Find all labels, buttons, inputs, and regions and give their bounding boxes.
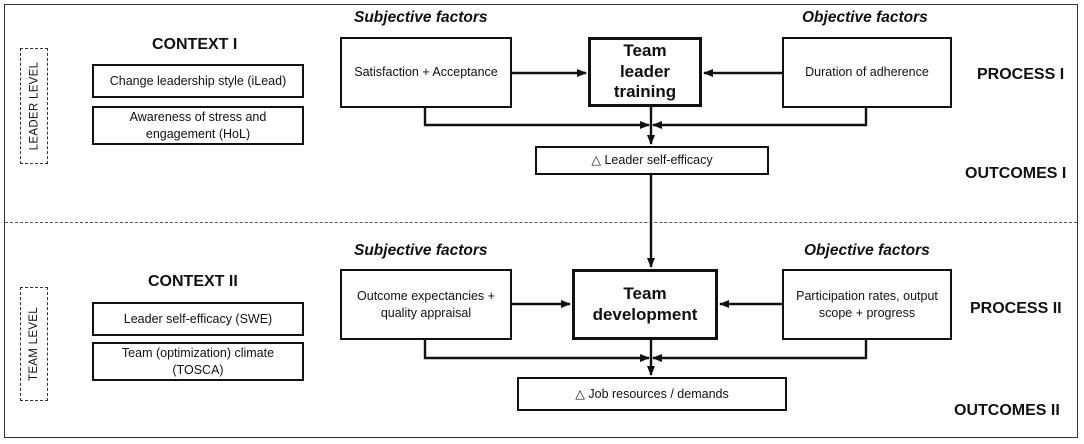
outcomes-i-title: OUTCOMES I	[965, 165, 1067, 182]
context-i-item-1: Change leadership style (iLead)	[92, 64, 304, 98]
satisfaction-acceptance-box: Satisfaction + Acceptance	[340, 37, 512, 108]
outcomes-ii-title: OUTCOMES II	[954, 402, 1060, 419]
team-development-box: Team development	[572, 269, 718, 340]
diagram-frame	[4, 4, 1078, 438]
leader-level-label: LEADER LEVEL	[20, 48, 48, 164]
connector-subjective-to-merge-i	[423, 108, 650, 129]
participation-rates-box: Participation rates, output scope + prog…	[782, 269, 952, 340]
connector-objective-to-merge-i	[652, 108, 868, 129]
subjective-factors-i-title: Subjective factors	[354, 9, 488, 26]
job-resources-demands-box: △ Job resources / demands	[517, 377, 787, 411]
objective-factors-ii-title: Objective factors	[804, 242, 930, 259]
connector-objective-to-merge-ii	[652, 340, 868, 362]
process-i-title: PROCESS I	[977, 66, 1065, 83]
context-i-title: CONTEXT I	[152, 36, 238, 53]
process-ii-title: PROCESS II	[970, 300, 1062, 317]
outcome-expectancies-box: Outcome expectancies + quality appraisal	[340, 269, 512, 340]
context-ii-title: CONTEXT II	[148, 273, 238, 290]
duration-of-adherence-box: Duration of adherence	[782, 37, 952, 108]
team-leader-training-box: Team leader training	[588, 37, 702, 107]
context-ii-item-1: Leader self-efficacy (SWE)	[92, 302, 304, 336]
context-ii-item-2: Team (optimization) climate (TOSCA)	[92, 342, 304, 381]
objective-factors-i-title: Objective factors	[802, 9, 928, 26]
connector-subjective-to-merge-ii	[423, 340, 650, 362]
level-divider	[5, 222, 1077, 223]
context-i-item-2: Awareness of stress and engagement (HoL)	[92, 106, 304, 145]
team-level-label: TEAM LEVEL	[20, 287, 48, 401]
subjective-factors-ii-title: Subjective factors	[354, 242, 488, 259]
leader-self-efficacy-box: △ Leader self-efficacy	[535, 146, 769, 175]
